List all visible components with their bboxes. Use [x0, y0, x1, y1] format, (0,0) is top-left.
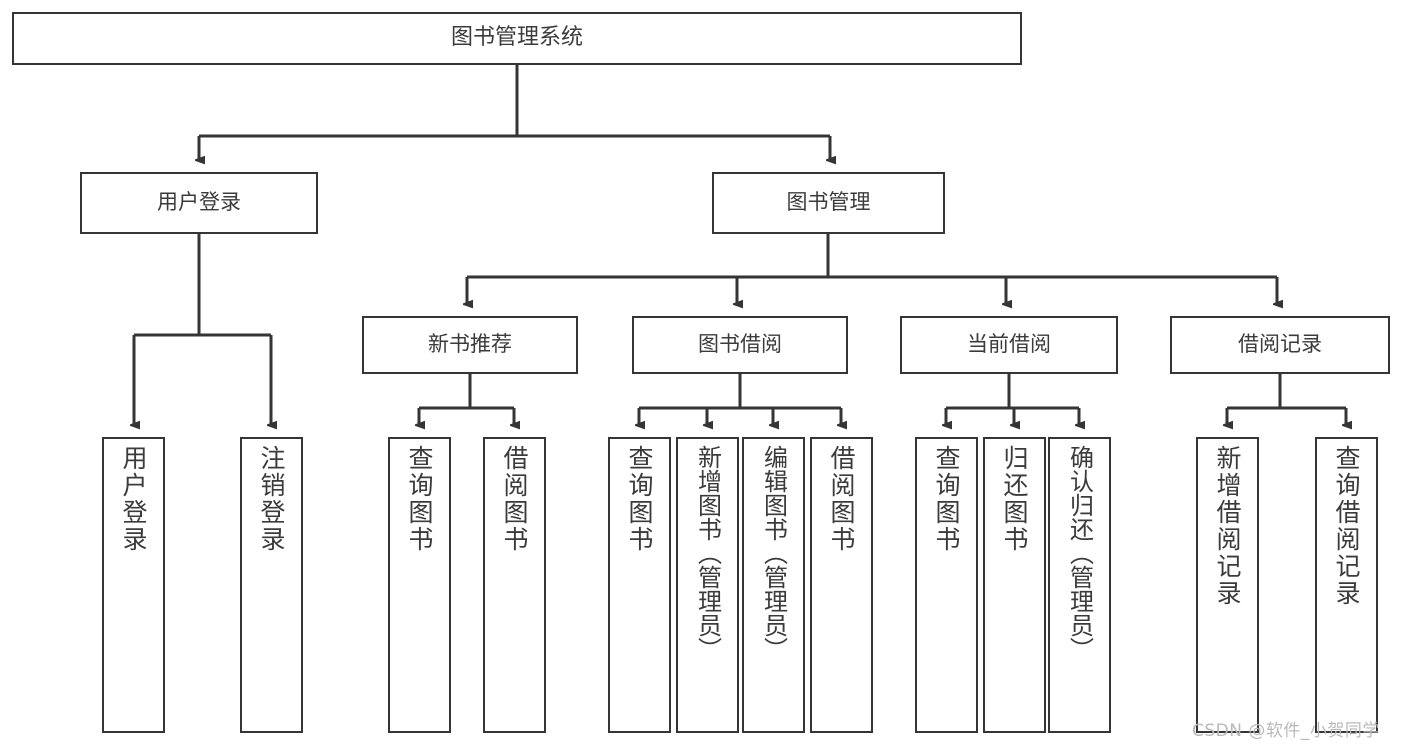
node-label: 图书管理	[786, 190, 871, 215]
node-label: 用户登录	[157, 190, 241, 215]
node-label: 查询图书	[932, 445, 961, 553]
node-label: 用户登录	[119, 445, 148, 553]
leaf-edit-book[interactable]: 编辑图书（管理员）	[742, 437, 805, 733]
node-label: 注销登录	[257, 445, 286, 553]
node-label: 编辑图书（管理员）	[759, 445, 788, 661]
node-new-book-recommend[interactable]: 新书推荐	[362, 316, 578, 374]
node-label: 借阅图书	[500, 445, 529, 553]
node-label: 图书借阅	[698, 332, 782, 357]
node-label: 新增借阅记录	[1213, 445, 1242, 607]
node-label: 查询图书	[625, 445, 654, 553]
node-root-system[interactable]: 图书管理系统	[12, 12, 1022, 65]
csdn-watermark: CSDN @软件_小贺同学	[1192, 721, 1380, 741]
node-label: 查询借阅记录	[1332, 445, 1361, 607]
node-current-borrow[interactable]: 当前借阅	[900, 316, 1118, 374]
node-label: 当前借阅	[967, 332, 1051, 357]
node-book-manage[interactable]: 图书管理	[712, 172, 945, 234]
node-label: 新书推荐	[428, 332, 512, 357]
node-label: 图书管理系统	[450, 25, 583, 51]
leaf-query-book-2[interactable]: 查询图书	[608, 437, 671, 733]
leaf-borrow-book-2[interactable]: 借阅图书	[810, 437, 873, 733]
leaf-query-book-3[interactable]: 查询图书	[915, 437, 978, 733]
node-label: 借阅记录	[1238, 332, 1322, 357]
leaf-user-login[interactable]: 用户登录	[102, 437, 165, 733]
node-label: 归还图书	[1000, 445, 1029, 553]
node-label: 确认归还（管理员）	[1065, 445, 1094, 661]
leaf-add-record[interactable]: 新增借阅记录	[1196, 437, 1259, 733]
node-borrow-record[interactable]: 借阅记录	[1170, 316, 1390, 374]
node-label: 查询图书	[405, 445, 434, 553]
leaf-borrow-book-1[interactable]: 借阅图书	[483, 437, 546, 733]
node-user-login[interactable]: 用户登录	[80, 172, 318, 234]
node-label: 新增图书（管理员）	[693, 445, 722, 661]
node-book-borrow[interactable]: 图书借阅	[632, 316, 848, 374]
leaf-query-record[interactable]: 查询借阅记录	[1315, 437, 1378, 733]
leaf-return-book[interactable]: 归还图书	[983, 437, 1046, 733]
leaf-query-book-1[interactable]: 查询图书	[388, 437, 451, 733]
node-label: 借阅图书	[827, 445, 856, 553]
leaf-add-book[interactable]: 新增图书（管理员）	[676, 437, 739, 733]
leaf-confirm-return[interactable]: 确认归还（管理员）	[1048, 437, 1111, 733]
leaf-logout[interactable]: 注销登录	[240, 437, 303, 733]
